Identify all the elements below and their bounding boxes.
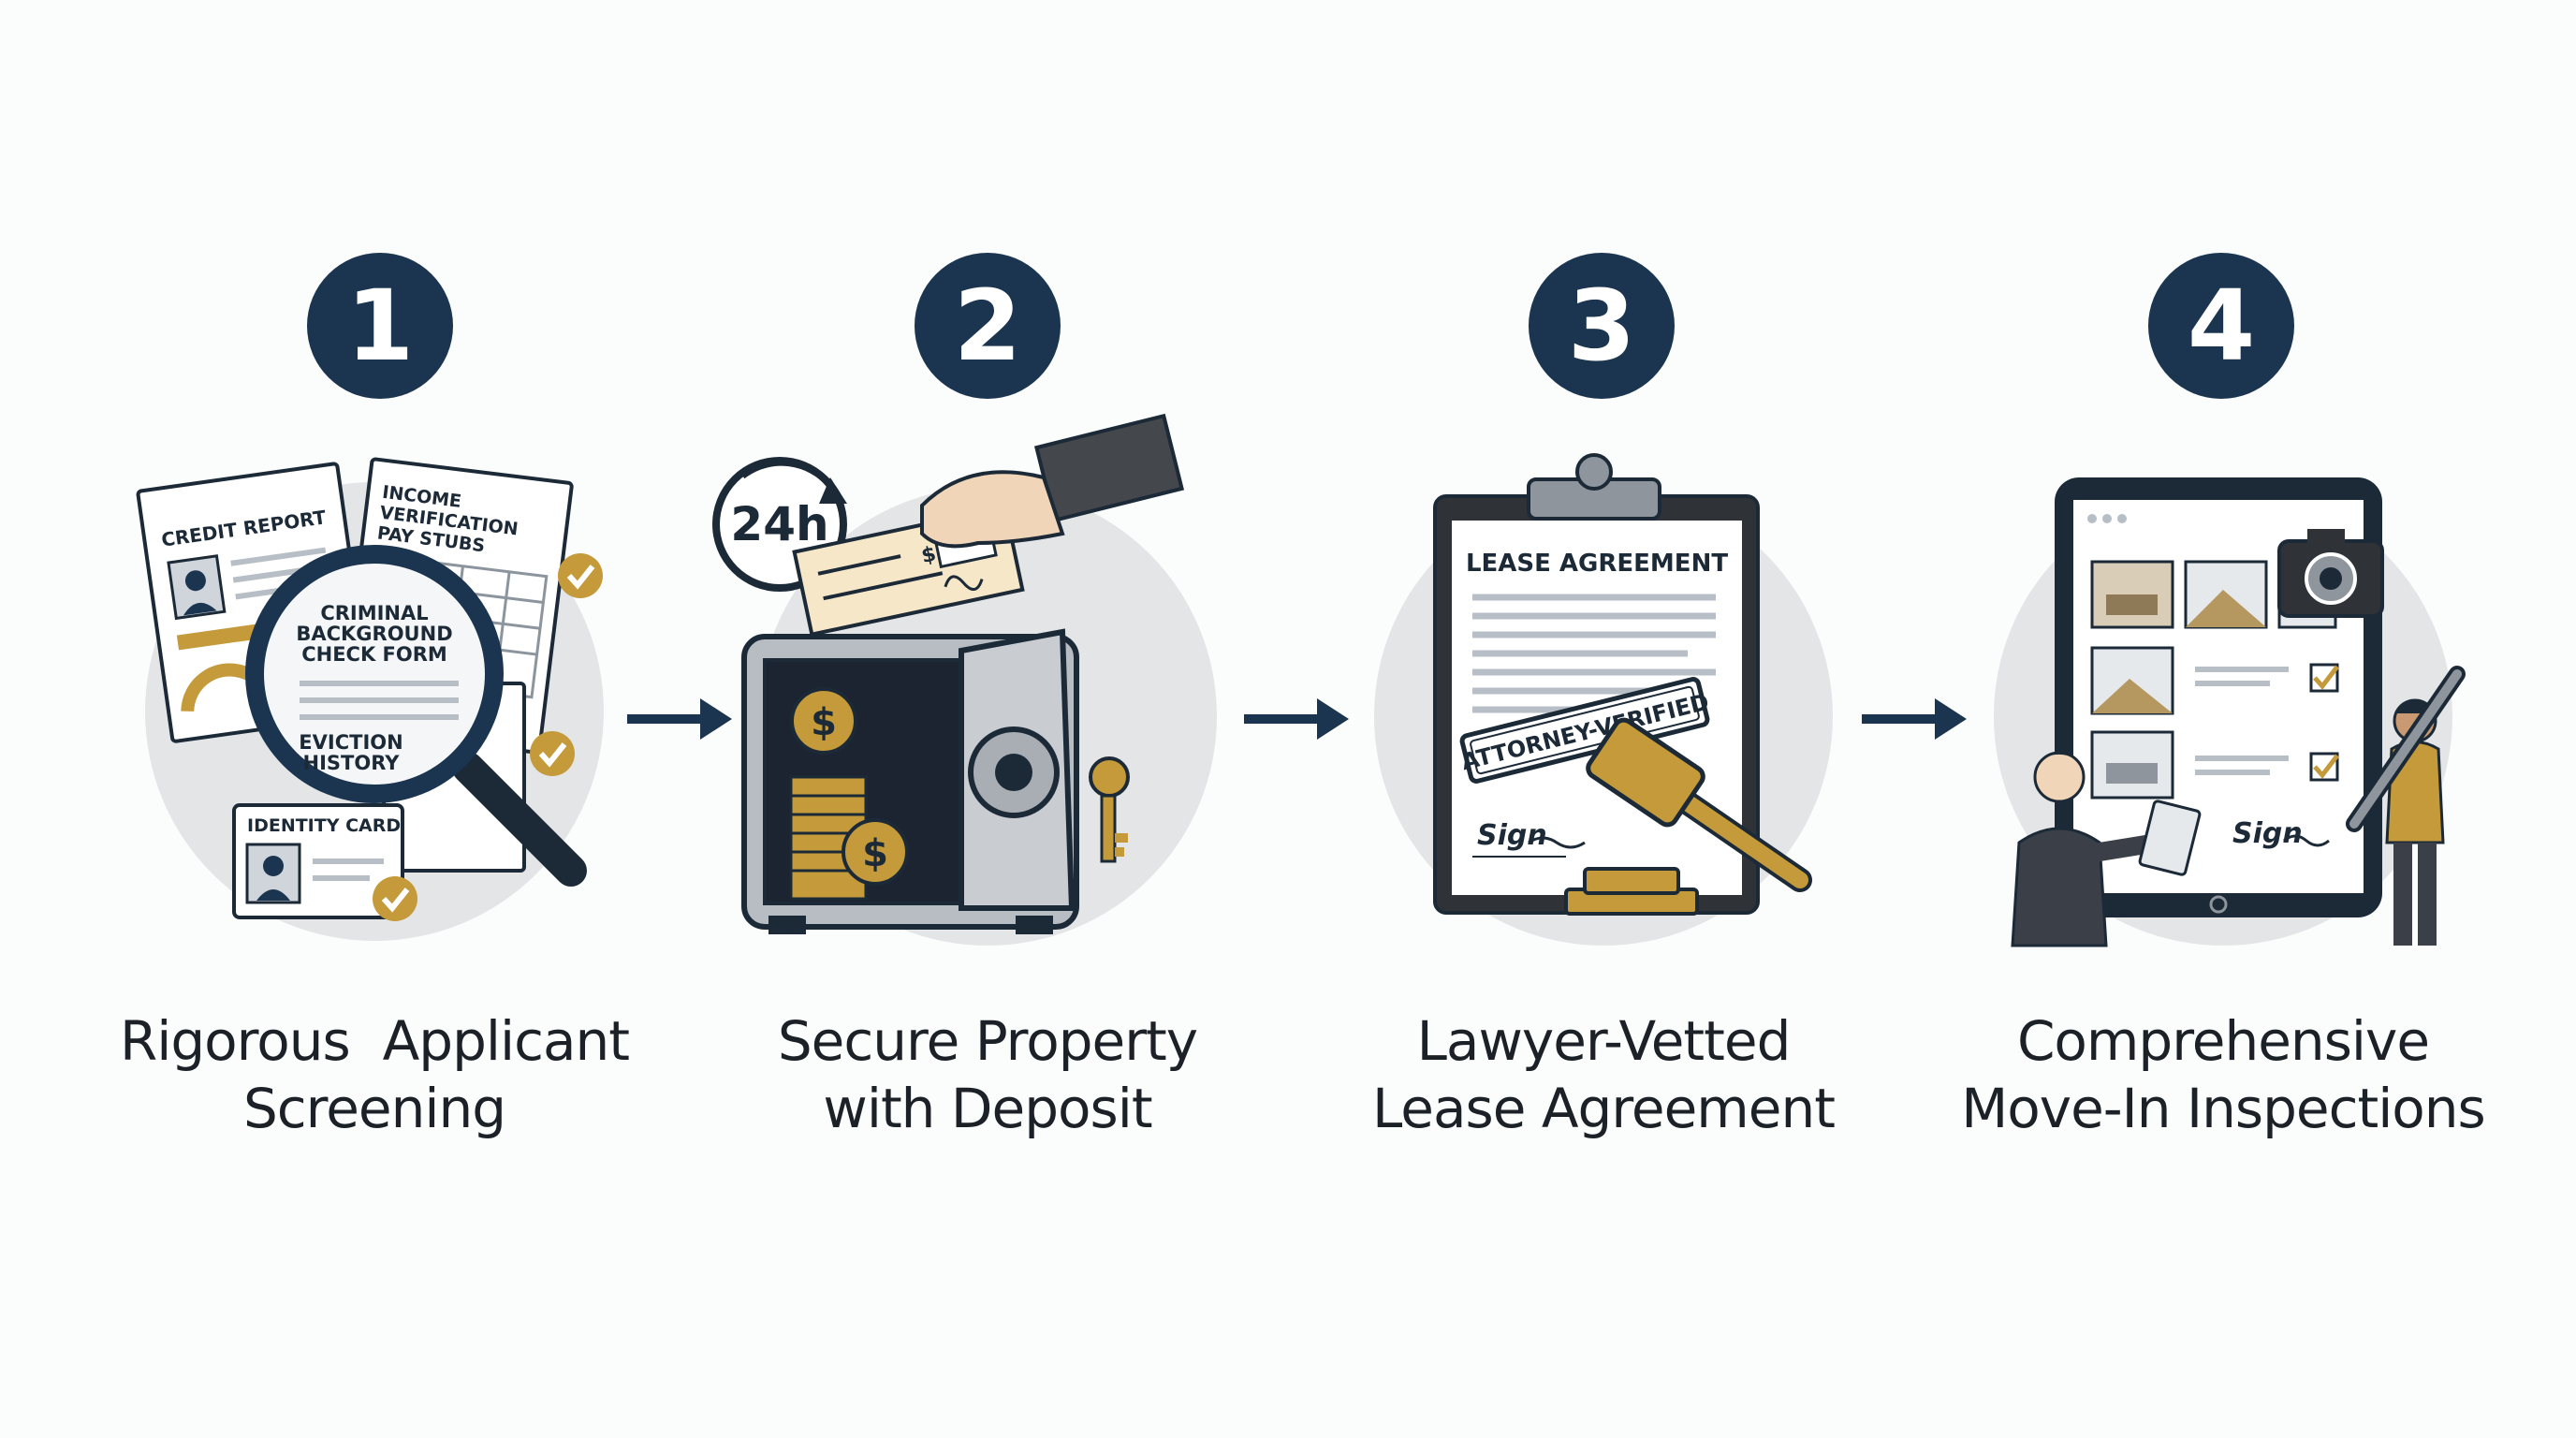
checkbox-icon xyxy=(2309,752,2339,782)
svg-text:IDENTITY CARD: IDENTITY CARD xyxy=(247,815,401,836)
step-title: Comprehensive Move-In Inspections xyxy=(1895,1007,2551,1142)
checkmark-icon xyxy=(558,553,603,598)
svg-text:Sign: Sign xyxy=(1477,819,1547,852)
step-number-badge: 1 xyxy=(307,253,453,399)
svg-text:Sign: Sign xyxy=(2232,817,2303,850)
step-title-line-2: with Deposit xyxy=(823,1077,1152,1140)
svg-text:EVICTION: EVICTION xyxy=(299,731,402,754)
coin-icon: $ $ xyxy=(789,687,909,901)
step-3: 3 LEASE AGREEMENT Sign ATTORNEY-VERIFIED xyxy=(1276,0,1931,1438)
arrow-right-icon xyxy=(627,698,732,740)
deposit-illustration: 24h $ xyxy=(712,413,1217,946)
step-2: 2 24h $ xyxy=(660,0,1315,1438)
step-number-badge: 3 xyxy=(1529,253,1675,399)
arrow-right-icon xyxy=(1862,698,1967,740)
inspection-illustration: Sign xyxy=(1994,477,2466,947)
svg-text:$: $ xyxy=(919,542,938,568)
svg-text:CRIMINAL: CRIMINAL xyxy=(320,602,428,624)
clipboard-icon: LEASE AGREEMENT Sign xyxy=(1433,453,1760,915)
step-title: Lawyer-Vetted Lease Agreement xyxy=(1276,1007,1931,1142)
screening-illustration: CREDIT REPORT INCOME VERIFICATION PAY ST… xyxy=(136,457,604,941)
step-number-badge: 4 xyxy=(2148,253,2294,399)
step-title-line-1: Comprehensive xyxy=(2016,1009,2430,1073)
gavel-icon xyxy=(1564,717,1812,916)
step-title-line-1: Lawyer-Vetted xyxy=(1416,1009,1792,1073)
person-icon xyxy=(2011,751,2202,947)
svg-text:CHECK FORM: CHECK FORM xyxy=(301,643,447,666)
step-title-line-2: Lease Agreement xyxy=(1372,1077,1836,1140)
magnifying-glass-icon: CRIMINAL BACKGROUND CHECK FORM EVICTION … xyxy=(245,545,587,887)
svg-text:LEASE AGREEMENT: LEASE AGREEMENT xyxy=(1466,550,1728,578)
step-title-line-1: Secure Property xyxy=(777,1009,1198,1073)
step-title-line-1: Rigorous Applicant xyxy=(119,1009,630,1073)
checkmark-icon xyxy=(530,731,575,776)
svg-text:$: $ xyxy=(862,832,888,875)
lease-illustration: LEASE AGREEMENT Sign ATTORNEY-VERIFIED xyxy=(1374,453,1833,946)
svg-text:BACKGROUND: BACKGROUND xyxy=(296,623,452,645)
pen-icon xyxy=(2346,666,2466,832)
key-icon xyxy=(1089,756,1130,863)
svg-text:$: $ xyxy=(811,701,837,744)
camera-icon xyxy=(2277,529,2384,618)
checkbox-icon xyxy=(2309,663,2339,693)
step-title-line-2: Move-In Inspections xyxy=(1961,1077,2486,1140)
step-title: Secure Property with Deposit xyxy=(660,1007,1315,1142)
step-title: Rigorous Applicant Screening xyxy=(47,1007,702,1142)
step-4: 4 xyxy=(1895,0,2551,1438)
arrow-right-icon xyxy=(1244,698,1349,740)
step-title-line-2: Screening xyxy=(242,1077,506,1140)
step-number-badge: 2 xyxy=(915,253,1061,399)
svg-text:24h: 24h xyxy=(730,497,828,551)
step-1: 1 CREDIT REPORT INCOME VERIFICATION PAY … xyxy=(47,0,702,1438)
id-card-icon: IDENTITY CARD xyxy=(232,803,417,921)
svg-text:HISTORY: HISTORY xyxy=(303,752,401,774)
hand-icon xyxy=(920,413,1185,549)
